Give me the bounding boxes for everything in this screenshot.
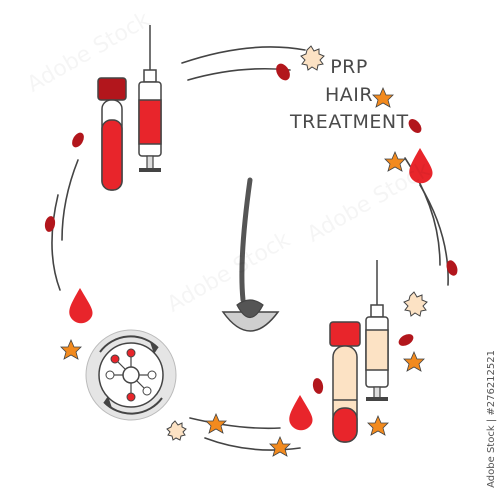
blood-drop-icon — [69, 288, 93, 324]
blood-drop-icon — [289, 395, 313, 431]
hair-follicle-icon — [221, 177, 280, 332]
syringe-icon — [138, 25, 162, 172]
syringe-icon — [365, 260, 389, 401]
centrifuge-cycle-icon — [85, 329, 177, 421]
blood-tube-icon — [97, 77, 127, 191]
blood-drop-icon — [409, 148, 433, 184]
title-line-2: HAIR — [324, 84, 374, 106]
plasma-tube-icon — [329, 321, 361, 443]
title-line-3: TREATMENT — [290, 111, 409, 133]
cell-icon — [44, 63, 458, 394]
stock-id-label: Adobe Stock | #276212521 — [486, 350, 497, 488]
platelet-star-icon — [166, 45, 428, 441]
platelet-star-icon — [60, 86, 425, 457]
title-line-1: PRP — [330, 56, 368, 78]
